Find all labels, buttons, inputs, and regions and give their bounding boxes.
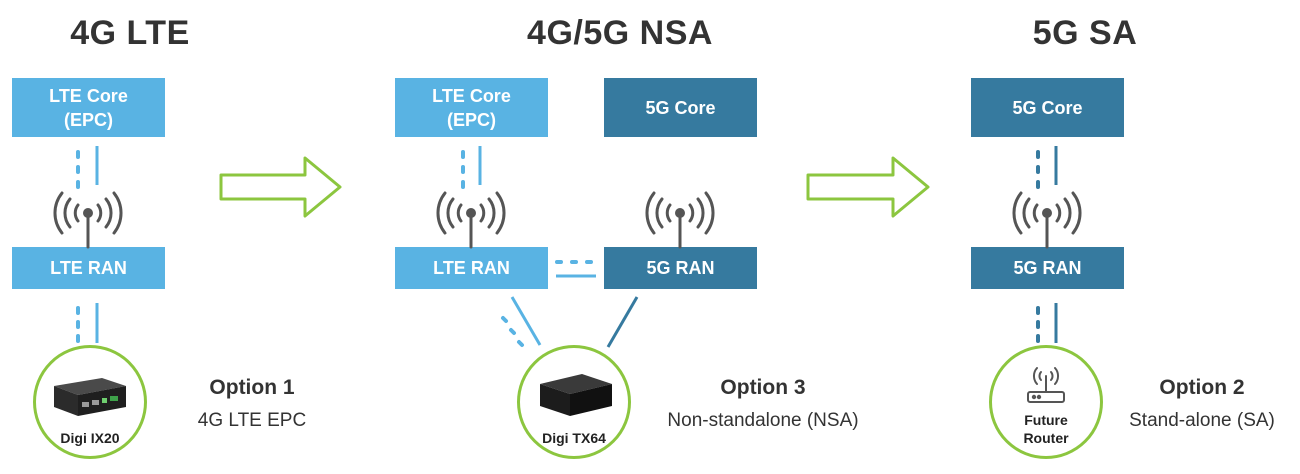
device-circle-digi-ix20: Digi IX20 xyxy=(33,345,147,459)
option-title: Option 2 xyxy=(1159,376,1245,399)
antenna-icon xyxy=(53,191,123,249)
transition-arrow-icon xyxy=(806,156,930,218)
device-image xyxy=(540,374,612,416)
router-icon xyxy=(1027,367,1065,403)
core-to-ran-link xyxy=(461,146,482,189)
core-to-ran-link xyxy=(1036,146,1058,189)
column-title-4g-lte: 4G LTE xyxy=(70,14,190,52)
option-title: Option 3 xyxy=(720,376,806,399)
column-title-4g-5g-nsa: 4G/5G NSA xyxy=(527,14,713,52)
ran-to-device-link xyxy=(76,303,99,343)
ran-to-device-link xyxy=(501,296,639,348)
5g-core-box: 5G Core xyxy=(971,78,1124,137)
lte-ran-box: LTE RAN xyxy=(395,247,548,289)
5g-ran-box: 5G RAN xyxy=(971,247,1124,289)
device-image xyxy=(54,378,126,416)
lte-core-box: LTE Core (EPC) xyxy=(395,78,548,137)
ran-to-device-link xyxy=(1036,303,1058,343)
transition-arrow-icon xyxy=(219,156,342,218)
antenna-icon xyxy=(645,191,715,249)
lte-ran-box: LTE RAN xyxy=(12,247,165,289)
device-circle-future-router: Future Router xyxy=(989,345,1103,459)
core-to-ran-link xyxy=(76,146,99,189)
5g-core-box: 5G Core xyxy=(604,78,757,137)
device-label: Digi IX20 xyxy=(60,430,120,446)
antenna-icon xyxy=(436,191,506,249)
option-title: Option 1 xyxy=(209,376,295,399)
option-description: Stand-alone (SA) xyxy=(1129,410,1275,431)
antenna-icon xyxy=(1012,191,1082,249)
option-description: 4G LTE EPC xyxy=(197,410,307,431)
lte-core-box: LTE Core (EPC) xyxy=(12,78,165,137)
device-circle-digi-tx64: Digi TX64 xyxy=(517,345,631,459)
device-label: Future Router xyxy=(1023,412,1069,446)
option-description: Non-standalone (NSA) xyxy=(667,410,859,431)
device-label: Digi TX64 xyxy=(542,430,606,446)
5g-ran-box: 5G RAN xyxy=(604,247,757,289)
ran-interconnect-link xyxy=(555,260,596,278)
column-title-5g-sa: 5G SA xyxy=(1032,14,1138,52)
